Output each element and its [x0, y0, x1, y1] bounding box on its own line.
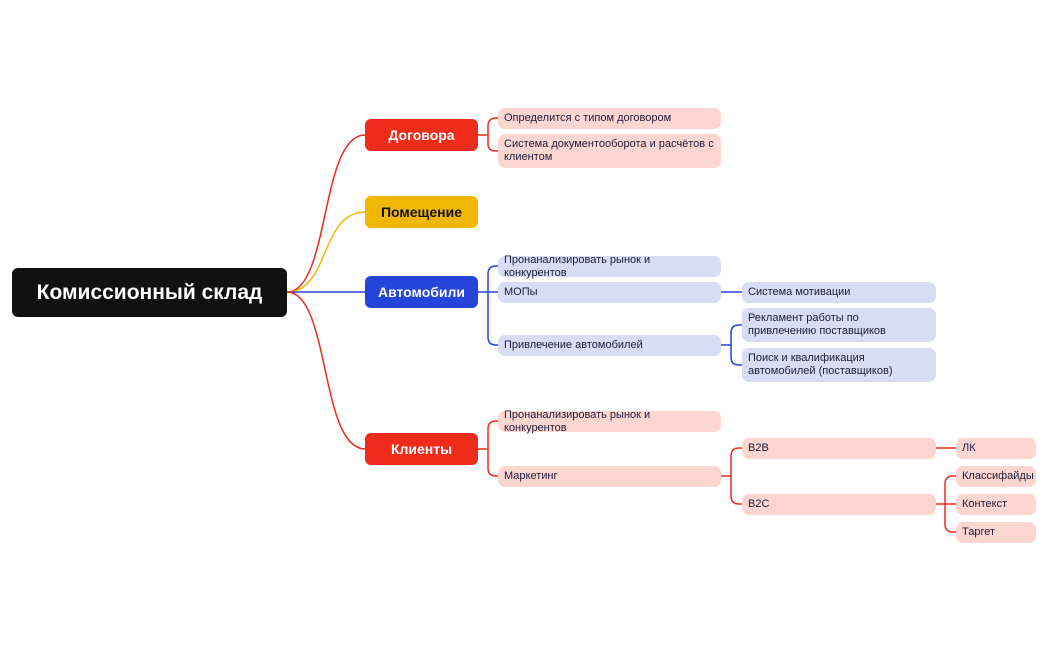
connector-b2c-children: [935, 475, 956, 533]
connector-root-premises: [286, 211, 366, 293]
topic-contracts[interactable]: Договора: [365, 119, 478, 151]
subtopic-cars-market-analysis[interactable]: Пронанализировать рынок и конкурентов: [498, 254, 721, 279]
subtopic-classifieds[interactable]: Классифайды: [956, 466, 1036, 487]
subtopic-mops[interactable]: МОПы: [498, 282, 721, 303]
subtopic-b2c[interactable]: B2C: [742, 494, 936, 515]
subtopic-document-flow[interactable]: Система документооборота и расчётов с кл…: [498, 134, 721, 168]
connector-cars-children: [478, 265, 498, 346]
subtopic-supplier-ads[interactable]: Рекламент работы по привлечению поставщи…: [742, 308, 936, 342]
root-topic[interactable]: Комиссионный склад: [12, 268, 287, 317]
topic-cars[interactable]: Автомобили: [365, 276, 478, 308]
subtopic-contract-type[interactable]: Определится с типом договором: [498, 108, 721, 129]
subtopic-b2b[interactable]: B2B: [742, 438, 936, 459]
topic-clients[interactable]: Клиенты: [365, 433, 478, 465]
subtopic-supplier-search[interactable]: Поиск и квалификация автомобилей (постав…: [742, 348, 936, 382]
subtopic-attract-cars[interactable]: Привлечение автомобилей: [498, 335, 721, 356]
connector-attract-children: [721, 324, 742, 366]
subtopic-clients-market-analysis[interactable]: Пронанализировать рынок и конкурентов: [498, 409, 721, 434]
subtopic-motivation-system[interactable]: Система мотивации: [742, 282, 936, 303]
connector-clients-children: [478, 420, 498, 477]
connector-marketing-children: [721, 447, 742, 505]
connector-root-clients: [286, 291, 366, 450]
connector-root-contracts: [286, 134, 366, 293]
connector-contracts-children: [478, 117, 498, 152]
subtopic-target[interactable]: Таргет: [956, 522, 1036, 543]
subtopic-marketing[interactable]: Маркетинг: [498, 466, 721, 487]
subtopic-context[interactable]: Контекст: [956, 494, 1036, 515]
topic-premises[interactable]: Помещение: [365, 196, 478, 228]
subtopic-lk[interactable]: ЛК: [956, 438, 1036, 459]
